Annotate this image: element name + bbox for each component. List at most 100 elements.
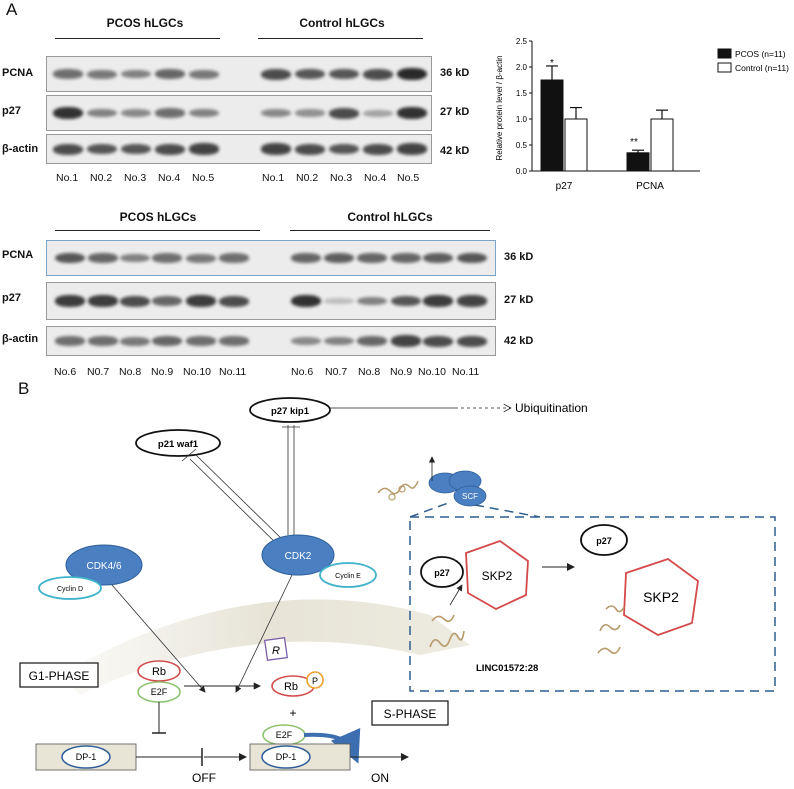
lane-label: No.10: [418, 366, 447, 378]
cell-cycle-diagram: p27 kip1 Ubiquitination p21 waf1 SCF CDK…: [19, 397, 776, 785]
blot-band: [423, 295, 453, 307]
blot-band: [261, 143, 291, 155]
blot-band: [261, 68, 291, 80]
blot-band: [291, 253, 321, 263]
group-control-bottom: Control hLGCs: [347, 210, 433, 224]
bar: [540, 79, 564, 172]
blot-band: [457, 252, 487, 264]
blot-band: [53, 106, 83, 120]
blot-band: [152, 296, 182, 306]
legend-swatch-pcos: [717, 48, 732, 59]
blot-band: [457, 335, 487, 347]
blot-band: [423, 335, 453, 347]
cdk2-label: CDK2: [285, 551, 312, 562]
blot-band: [357, 296, 387, 306]
group-line: [55, 230, 260, 231]
blot-band: [55, 252, 85, 264]
legend-swatch-control: [717, 62, 732, 73]
blot-band: [324, 336, 354, 346]
group-pcos-bottom: PCOS hLGCs: [119, 210, 197, 224]
x-tick-label: p27: [556, 181, 573, 192]
lane-label: No.8: [119, 366, 142, 378]
p27-node-b: [580, 524, 628, 556]
blot-band: [397, 106, 427, 120]
p21waf1-label: p21 waf1: [158, 439, 199, 450]
blot-band: [55, 295, 85, 307]
blot-band: [291, 336, 321, 346]
blot-band: [88, 336, 118, 346]
y-tick-label: 0.5: [516, 141, 528, 150]
skp2-label-b: SKP2: [643, 589, 679, 605]
skp2-inset: [409, 516, 776, 692]
significance-mark: **: [630, 137, 638, 148]
row-label-actin-top: β-actin: [2, 143, 39, 155]
chart-bars: [540, 65, 674, 172]
kd-label: 27 kD: [504, 294, 534, 306]
group-pcos-top: PCOS hLGCs: [106, 16, 184, 30]
blot-band: [295, 109, 325, 117]
blot-band: [88, 295, 118, 307]
blot-band: [324, 298, 354, 304]
panel-b-label: B: [18, 379, 30, 398]
blot-band: [219, 336, 249, 346]
cdk46-label: CDK4/6: [86, 561, 121, 572]
y-tick-label: 2.0: [516, 63, 528, 72]
bar-chart: 0.00.51.01.52.02.5 Relative protein leve…: [495, 37, 789, 192]
ubiquitin-chain: [377, 480, 419, 495]
blot-band: [121, 69, 151, 79]
blot-band: [155, 143, 185, 155]
lane-label: No.9: [390, 366, 413, 378]
significance-mark: *: [550, 58, 554, 69]
lane-label: No.4: [158, 172, 181, 184]
group-line: [290, 230, 490, 231]
blot-band: [397, 143, 427, 155]
rb-node-a: [137, 660, 181, 682]
lane-label: No.4: [364, 172, 387, 184]
blot-band: [152, 253, 182, 263]
y-tick-label: 1.0: [516, 115, 528, 124]
blot-band: [391, 295, 421, 307]
blot-band: [329, 107, 359, 119]
kd-label: 27 kD: [440, 106, 470, 118]
ubiquitination-label: Ubiquitination: [515, 401, 588, 415]
blot-strip-pcna-top: [46, 56, 432, 92]
phospho-node: [306, 671, 324, 689]
lane-label: No.5: [397, 172, 420, 184]
kd-label: 36 kD: [504, 251, 534, 263]
cyclin-e-node: [319, 562, 377, 588]
row-label-p27-top: p27: [2, 105, 21, 117]
blot-band: [363, 68, 393, 80]
lane-label: N0.7: [325, 366, 348, 378]
blot-band: [261, 108, 291, 118]
lane-label: No.8: [358, 366, 381, 378]
lane-label: No.9: [151, 366, 174, 378]
p21waf1-node: [135, 429, 221, 457]
kd-label: 36 kD: [440, 67, 470, 79]
lane-label: No.5: [192, 172, 215, 184]
row-label-actin-bottom: β-actin: [2, 333, 39, 345]
blot-band: [295, 143, 325, 155]
lncrna-squiggle: [431, 614, 455, 623]
blot-band: [189, 108, 219, 118]
s-phase-label: S-PHASE: [384, 707, 437, 721]
blot-band: [87, 108, 117, 118]
r-label: R: [272, 645, 280, 657]
blot-band: [121, 108, 151, 118]
lane-label: No.6: [291, 366, 314, 378]
group-line: [258, 38, 423, 39]
lane-label: No.6: [54, 366, 77, 378]
lane-label: No.1: [262, 172, 285, 184]
blot-band: [291, 294, 321, 308]
skp2-node-b: [623, 557, 699, 636]
blot-band: [329, 143, 359, 155]
cdk2-node: [261, 534, 335, 576]
lane-label: No.11: [219, 366, 247, 378]
lane-label: N0.7: [87, 366, 110, 378]
x-tick-label: PCNA: [636, 181, 664, 192]
cyclin-d-node: [38, 576, 102, 600]
legend-label-pcos: PCOS (n=11): [735, 49, 786, 59]
row-label-pcna-top: PCNA: [2, 67, 34, 79]
blot-band: [423, 252, 453, 264]
blot-band: [397, 67, 427, 81]
on-label: ON: [371, 771, 389, 785]
